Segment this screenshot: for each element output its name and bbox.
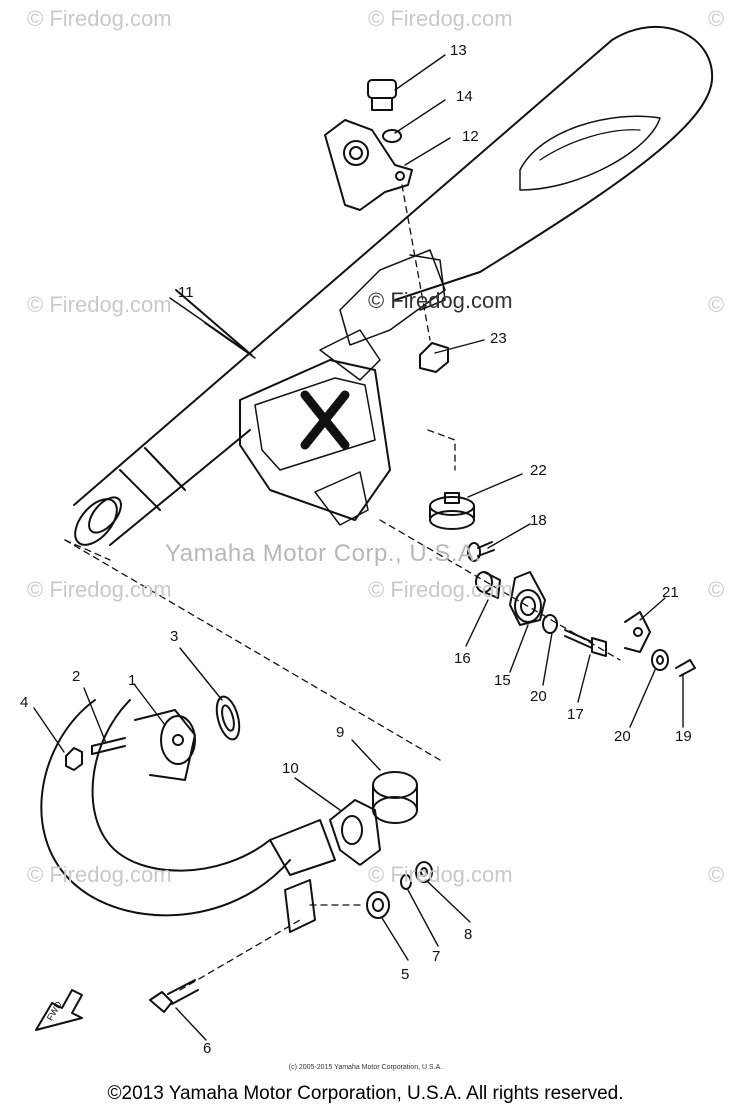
exhaust-pipe: [40, 699, 336, 933]
callout-label: 2: [72, 668, 81, 685]
muffler-chamber: [239, 249, 446, 526]
callout-label: 12: [462, 128, 479, 145]
bolt-18: [467, 541, 495, 562]
callout-label: 20: [530, 688, 547, 705]
washer-20a: [542, 614, 558, 634]
pin-19: [675, 659, 696, 677]
watermark: © Firedog.com: [27, 577, 172, 602]
washer-7: [400, 874, 412, 890]
callout-label: 3: [170, 628, 179, 645]
callout-label: 20: [614, 728, 631, 745]
copyright-icon: ©: [708, 862, 725, 887]
nut-4: [65, 747, 83, 771]
bush-5: [366, 891, 390, 919]
callout-label: 4: [20, 694, 29, 711]
clip-21: [624, 611, 651, 653]
copyright-notice: ©2013 Yamaha Motor Corporation, U.S.A. A…: [107, 1083, 624, 1104]
bolt-13: [367, 79, 397, 111]
callout-label: 17: [567, 706, 584, 723]
copyright-icon: ©: [708, 577, 725, 602]
clamp-10: [329, 799, 381, 866]
callout-label: 9: [336, 724, 345, 741]
bracket: [324, 119, 413, 211]
watermark: © Firedog.com: [368, 862, 513, 887]
callout-label: 8: [464, 926, 473, 943]
fine-print: (c) 2005-2015 Yamaha Motor Corporation, …: [288, 1064, 443, 1071]
callout-label: 11: [178, 284, 194, 301]
callout-label: 13: [450, 42, 467, 59]
plate-15: [509, 571, 546, 626]
fwd-arrow: [35, 989, 83, 1031]
watermark: © Firedog.com: [27, 292, 172, 317]
washer-14: [382, 129, 402, 143]
callout-label: 14: [456, 88, 473, 105]
nut-8: [415, 861, 433, 883]
callout-label: 23: [490, 330, 507, 347]
copyright-icon: ©: [708, 292, 725, 317]
washer-20b: [651, 649, 669, 671]
callout-label: 7: [432, 948, 441, 965]
watermark: © Firedog.com: [368, 288, 513, 313]
watermark: © Firedog.com: [27, 6, 172, 31]
stud-2: [91, 737, 126, 755]
callout-label: 22: [530, 462, 547, 479]
bolt-6: [149, 979, 199, 1013]
center-watermark: Yamaha Motor Corp., U.S.A.: [165, 540, 482, 567]
gasket-3: [215, 695, 241, 741]
callout-label: 5: [401, 966, 410, 983]
callout-label: 10: [282, 760, 299, 777]
callout-label: 19: [675, 728, 692, 745]
watermark: © Firedog.com: [27, 862, 172, 887]
callout-label: 16: [454, 650, 471, 667]
copyright-icon: ©: [708, 6, 725, 31]
callout-label: 6: [203, 1040, 212, 1057]
callout-label: 1: [128, 672, 137, 689]
bolt-17: [564, 629, 607, 657]
callout-label: 21: [662, 584, 679, 601]
nut-23: [419, 342, 449, 373]
watermark: © Firedog.com: [368, 6, 513, 31]
collar-16: [475, 571, 501, 599]
watermark: © Firedog.com: [368, 577, 513, 602]
damper-22: [429, 492, 475, 530]
callout-label: 15: [494, 672, 511, 689]
sleeve-9: [372, 771, 418, 824]
callout-label: 18: [530, 512, 547, 529]
